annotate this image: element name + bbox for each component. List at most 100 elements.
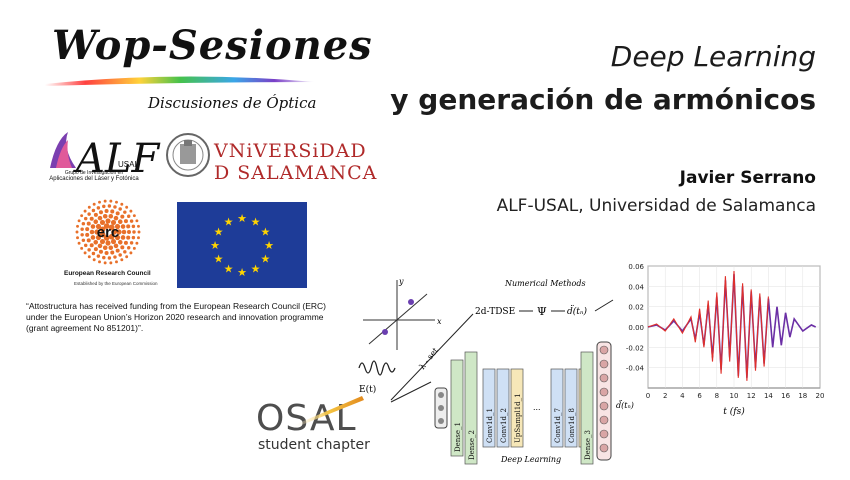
- erc-dot: [87, 248, 91, 252]
- erc-dot: [91, 208, 96, 213]
- diag-axis-line: [368, 293, 428, 345]
- erc-dot: [102, 204, 106, 209]
- erc-dot: [76, 236, 79, 240]
- alf-logo-text: ALF: [76, 136, 160, 182]
- erc-dot: [93, 219, 99, 225]
- erc-dot: [87, 205, 91, 209]
- erc-dot: [80, 214, 84, 218]
- chart-series-line: [647, 271, 769, 381]
- eu-star-icon: ★: [264, 239, 274, 252]
- erc-dot: [81, 238, 86, 243]
- erc-dot: [86, 221, 91, 226]
- chart-series: [647, 271, 817, 381]
- erc-dot: [108, 224, 115, 231]
- erc-dot: [77, 241, 81, 245]
- eu-star-icon: ★: [214, 226, 224, 239]
- x-tick-label: 4: [680, 392, 685, 400]
- deep-learning-label: Deep Learning: [500, 455, 561, 464]
- erc-dot: [117, 219, 123, 225]
- erc-dot: [132, 230, 136, 234]
- erc-dot: [81, 221, 86, 226]
- osal-logo-text: OSAL: [256, 398, 357, 439]
- erc-dot: [132, 214, 136, 218]
- usal-line-2: D SALAMANCA: [214, 162, 378, 184]
- layer-label: Conv1d_1: [486, 408, 494, 443]
- usal-logo-text: VNiVERSiDAD D SALAMANCA: [214, 140, 377, 184]
- erc-dot: [116, 229, 122, 235]
- layer-box: [564, 368, 578, 448]
- erc-dot: [98, 249, 103, 254]
- erc-dot: [80, 246, 84, 250]
- erc-dot: [104, 250, 109, 255]
- erc-dot: [137, 236, 140, 240]
- layer-box: [482, 368, 496, 448]
- output-node: [599, 359, 609, 369]
- output-nodes: [599, 345, 609, 453]
- chart-x-label: t (fs): [723, 406, 745, 417]
- chart-gridlines: [647, 265, 821, 388]
- erc-dot: [110, 209, 115, 214]
- erc-dot: [75, 230, 79, 234]
- erc-dot: [94, 229, 100, 235]
- x-tick-label: 16: [781, 392, 790, 400]
- erc-dot: [85, 227, 90, 232]
- osal-beam-icon: [292, 396, 364, 428]
- x-tick-label: 18: [798, 392, 807, 400]
- output-node: [599, 345, 609, 355]
- erc-dot: [123, 219, 128, 224]
- erc-dot: [83, 251, 87, 255]
- erc-dot: [83, 209, 87, 213]
- erc-dot: [110, 219, 117, 226]
- chart-output-label: d̈(tₙ): [616, 400, 634, 410]
- erc-dot: [135, 219, 139, 223]
- erc-dot: [120, 235, 126, 240]
- numerical-methods-label: Numerical Methods: [504, 279, 586, 288]
- erc-dot: [93, 212, 98, 217]
- layer-box: [450, 359, 464, 457]
- layer-box: [464, 351, 478, 465]
- erc-dot: [121, 229, 127, 235]
- x-tick-label: 10: [730, 392, 739, 400]
- erc-dot: [132, 246, 136, 250]
- x-tick-label: 6: [697, 392, 702, 400]
- wop-sesiones-subtitle: Discusiones de Óptica: [148, 94, 317, 112]
- layer-label: Conv1d_2: [500, 408, 508, 443]
- erc-dot: [87, 255, 91, 259]
- erc-dot: [98, 200, 101, 204]
- erc-dot: [118, 253, 122, 257]
- erc-dot: [113, 205, 117, 209]
- eu-star-icon: ★: [214, 253, 224, 266]
- arrow-to-tdse: [390, 313, 474, 401]
- erc-dot: [110, 250, 115, 255]
- usal-seal-icon: [166, 133, 210, 177]
- erc-dot: [95, 223, 102, 230]
- erc-dot: [92, 202, 96, 206]
- erc-dot: [103, 261, 107, 265]
- atom-icon: [408, 299, 414, 305]
- erc-dot: [123, 210, 127, 214]
- x-tick-label: 20: [816, 392, 825, 400]
- erc-dot: [80, 233, 84, 237]
- presentation-title: Deep Learning y generación de armónicos: [390, 40, 816, 116]
- atom-icon: [382, 329, 388, 335]
- erc-dot: [120, 202, 124, 206]
- x-tick-label: 2: [663, 392, 667, 400]
- erc-dot: [125, 255, 129, 259]
- erc-dot: [103, 199, 107, 203]
- input-node: [438, 418, 444, 424]
- arrow-to-chart: [594, 299, 614, 312]
- author-block: Javier Serrano ALF-USAL, Universidad de …: [497, 168, 816, 216]
- erc-dot: [113, 255, 117, 259]
- author-name: Javier Serrano: [679, 168, 816, 188]
- erc-dot: [108, 233, 115, 240]
- layer-label: Dense_3: [584, 430, 592, 460]
- erc-dot: [131, 235, 136, 240]
- erc-dot: [129, 241, 134, 245]
- eu-star-icon: ★: [260, 253, 270, 266]
- funding-text: “Attostructura has received funding from…: [26, 301, 327, 333]
- x-tick-label: 12: [747, 392, 756, 400]
- tdse-label: 2d-TDSE: [475, 307, 515, 317]
- output-node: [599, 401, 609, 411]
